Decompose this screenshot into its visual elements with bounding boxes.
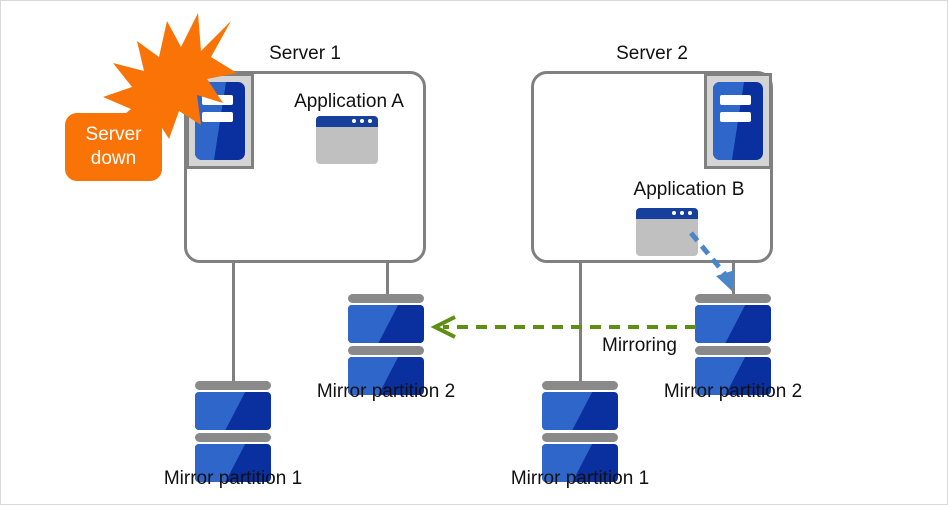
server-2-connector-left <box>579 260 582 385</box>
disk-s1-mirror-partition-2 <box>348 294 424 395</box>
server-1-machine-icon <box>186 73 254 169</box>
disk-cap-icon <box>695 294 771 303</box>
app-b-write-arrow <box>689 231 735 291</box>
mirroring-label: Mirroring <box>602 335 677 356</box>
server-2-title: Server 2 <box>616 43 688 64</box>
disk-s1-mirror-partition-1-label: Mirror partition 1 <box>163 468 303 489</box>
application-a-label: Application A <box>294 91 404 112</box>
server-2-machine-icon <box>704 73 772 169</box>
disk-s1-mirror-partition-1 <box>195 381 271 482</box>
disk-s1-mirror-partition-2-label: Mirror partition 2 <box>316 381 456 402</box>
server-1-connector-left <box>232 260 235 385</box>
disk-cap-icon <box>542 381 618 390</box>
application-a-window-icon <box>316 116 378 164</box>
disk-cap-icon <box>695 346 771 355</box>
application-b-window-icon <box>636 208 698 256</box>
disk-s2-mirror-partition-2-label: Mirror partition 2 <box>663 381 803 402</box>
disk-s2-mirror-partition-1 <box>542 381 618 482</box>
disk-s2-mirror-partition-1-label: Mirror partition 1 <box>510 468 650 489</box>
mirroring-arrow <box>430 315 696 339</box>
server-down-line2: down <box>90 148 137 169</box>
application-b-label: Application B <box>633 179 745 200</box>
server-1-connector-right <box>386 260 389 298</box>
disk-s2-mirror-partition-2 <box>695 294 771 395</box>
disk-cap-icon <box>195 433 271 442</box>
server-down-line1: Server <box>85 124 142 146</box>
disk-cap-icon <box>348 346 424 355</box>
disk-cap-icon <box>195 381 271 390</box>
disk-cap-icon <box>348 294 424 303</box>
server-down-callout: Server down <box>65 113 162 181</box>
server-1-title: Server 1 <box>269 43 341 64</box>
disk-cap-icon <box>542 433 618 442</box>
